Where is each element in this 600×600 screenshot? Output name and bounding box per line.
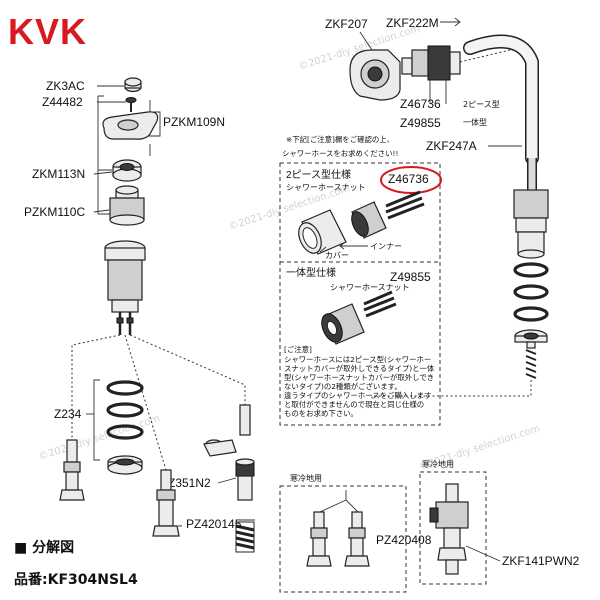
label-zkf141pwn2: ZKF141PWN2 [502,554,580,568]
axis-line-hose [371,380,532,400]
notice-line-1: ※下記[ご注意]欄をご確認の上、 [286,135,394,144]
leader-z46736-bracket [429,80,447,104]
part-zkm113n-ring [112,159,142,182]
two-piece-code: Z46736 [388,172,429,186]
cold-region-box-1 [279,485,407,593]
label-pz420145: PZ420145 [186,517,242,531]
part-zkf141pwn2-valve [429,483,469,575]
label-pz420408: PZ420408 [376,533,432,547]
caution-line-3: 型(シャワーホースナットカバーが取外しでき [284,373,434,382]
leader-left-stack [97,95,112,215]
part-zkf222m-connector [401,45,461,81]
leader-pzkm110c [93,209,110,213]
two-piece-cover-label: カバー [325,251,349,260]
shower-nut-panel [279,162,441,426]
label-zkf247a: ZKF247A [426,139,477,153]
part-pzkm109n-lever [102,100,159,156]
leader-inner [339,242,368,250]
label-pzkm109n: PZKM109N [163,115,225,129]
leader-z351n2 [217,477,237,484]
leader-zkf141pwn2 [465,545,501,562]
caution-line-5: 違うタイプのシャワーホースをご購入します [284,391,431,400]
leader-cold-1 [319,490,359,513]
part-spout-pipe [463,34,539,190]
part-pz420145-studs [152,469,180,537]
one-piece-code: Z49855 [390,270,431,284]
label-z351n2: Z351N2 [168,476,211,490]
one-piece-sub: シャワーホースナット [330,283,410,292]
part-two-piece-inner [351,190,425,239]
label-zkf207: ZKF207 [325,17,368,31]
highlight-circle-z46736 [380,166,442,194]
label-z49855-top: Z49855 [400,116,441,130]
cold-region-label-1: 寒冷地用 [290,473,322,483]
part-z234-rings [93,379,144,475]
label-z46736-top: Z46736 [400,97,441,111]
label-zk3ac: ZK3AC [46,79,85,93]
caution-line-7: ものをお求め下さい。 [284,409,358,418]
part-zk3ac-cap [124,77,142,93]
part-one-piece-nut [321,290,397,345]
leader-cover [319,246,327,253]
footer-diagram-label: ■ 分解図 [14,539,74,556]
part-stud-bolt-left [59,439,85,501]
caution-title: [ご注意] [284,345,312,354]
one-piece-title: 一体型仕様 [286,266,336,279]
leader-pzkm109n-bracket [148,111,161,137]
label-z234: Z234 [54,407,82,421]
part-spring [235,521,255,553]
leader-zkm113n [93,171,113,175]
part-pz420408-studs [306,511,370,567]
leader-zkf207 [359,31,373,51]
label-one-piece-type: 一体型 [463,117,487,127]
arrow-zkf222m [440,17,461,27]
label-pzkm110c: PZKM110C [24,205,85,219]
two-piece-title: 2ピース型仕様 [286,168,351,181]
part-z44482-screw [125,97,137,112]
part-z351n2-nut [203,404,255,501]
cold-region-box-2 [419,471,487,585]
caution-line-4: ないタイプ)の2種類がございます。 [284,382,402,391]
notice-line-2: シャワーホースをお求めください!! [282,149,398,158]
label-two-piece-type: 2ピース型 [463,100,500,109]
label-zkm113n: ZKM113N [32,167,85,181]
label-zkf222m: ZKF222M [386,16,439,30]
part-zkf247a-hose [513,189,549,379]
two-piece-inner-label: インナー [370,242,402,251]
part-two-piece-cover [298,209,347,255]
label-z44482: Z44482 [42,95,83,109]
part-pzkm110c-cartridge [109,185,145,226]
axis-lines-left [71,334,246,471]
caution-line-2: スナットカバーが取外しできるタイプ)と一体 [284,364,435,373]
caution-line-1: シャワーホースには2ピース型(シャワーホー [284,355,431,364]
leader-pz420145 [178,519,255,527]
cold-region-label-2: 寒冷地用 [422,459,454,469]
part-mixer-body [104,240,146,335]
caution-line-6: と取付ができませんので現在と同じ仕様の [284,400,424,409]
part-zkf207-aerator [349,49,401,101]
two-piece-sub: シャワーホースナット [286,183,366,192]
kvk-logo: KVK [8,11,87,52]
footer-model-number: 品番:KF304NSL4 [14,571,138,588]
